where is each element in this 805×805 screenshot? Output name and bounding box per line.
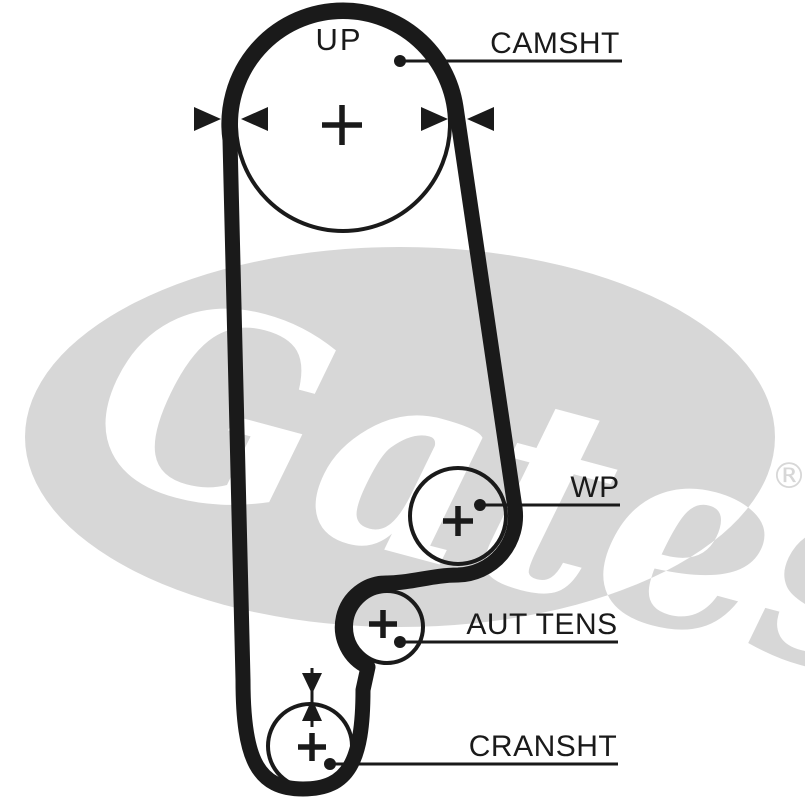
- water-pump-pulley: [408, 466, 508, 566]
- gates-logo-ellipse: [25, 247, 775, 627]
- crank-arrow-down-icon: [302, 673, 322, 694]
- crankshaft-label: CRANSHT: [469, 730, 618, 763]
- timing-belt-path: [221, 2, 524, 797]
- cam-arrow-right-outer-icon: [467, 107, 494, 131]
- tensioner-label: AUT TENS: [466, 608, 617, 641]
- diagram-labels: UP CAMSHT WP AUT TENS CRANSHT: [315, 22, 619, 763]
- cam-arrow-left-outer-icon: [194, 107, 221, 131]
- cam-arrow-left-inner-icon: [241, 107, 268, 131]
- camshaft-leader-dot: [394, 55, 406, 67]
- crankshaft-center-cross: [298, 733, 326, 761]
- gates-logo-script-outer: Gates: [65, 229, 805, 746]
- crankshaft-leader-dot: [324, 758, 336, 770]
- tensioner-center-cross: [369, 610, 397, 638]
- up-marking-label: UP: [315, 22, 362, 57]
- gates-logo-script-outer-group: Gates: [65, 229, 805, 746]
- camshaft-alignment-arrows: [194, 107, 494, 131]
- pulley-center-crosses: [298, 105, 473, 761]
- crankshaft-timing-marks: [302, 668, 322, 727]
- water-pump-label: WP: [570, 471, 619, 504]
- water-pump-center-cross: [443, 506, 473, 536]
- cam-arrow-right-inner-icon: [421, 107, 448, 131]
- camshaft-label: CAMSHT: [490, 27, 620, 60]
- gates-watermark: Gates Gates ®: [25, 229, 805, 746]
- callout-leader-dots: [324, 55, 486, 770]
- registered-trademark-symbol: ®: [771, 456, 805, 497]
- crank-timing-mark-triangles: [302, 673, 322, 721]
- tensioner-pulley: [349, 589, 425, 665]
- camshaft-center-cross: [322, 105, 362, 145]
- water-pump-leader-dot: [474, 499, 486, 511]
- crank-arrow-up-icon: [302, 699, 322, 721]
- tensioner-leader-dot: [394, 636, 406, 648]
